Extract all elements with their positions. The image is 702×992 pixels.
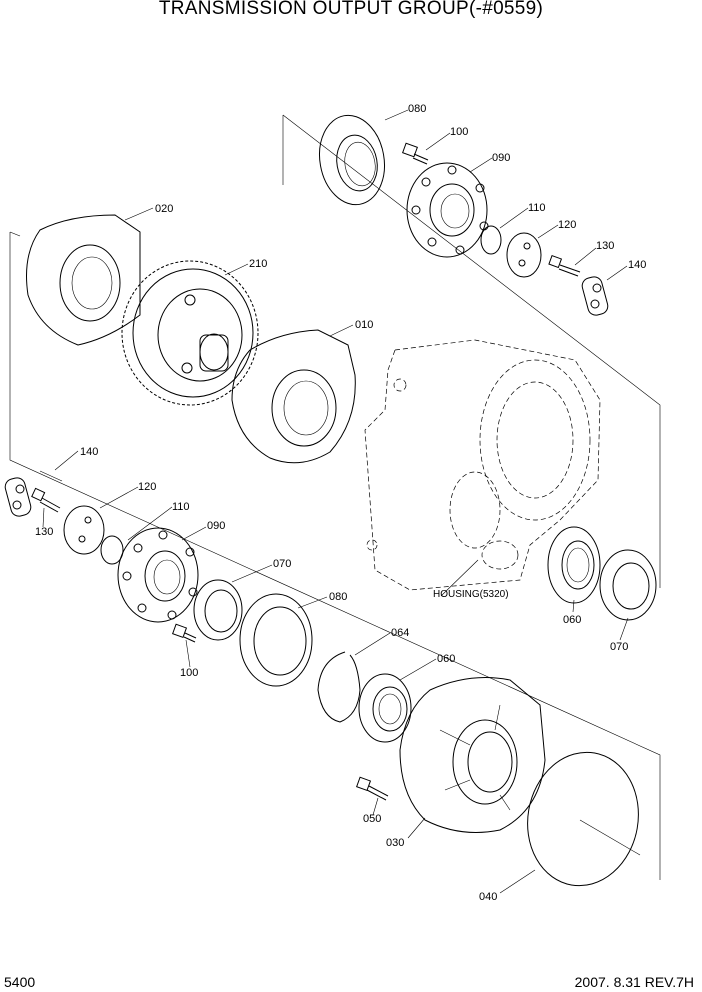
flange-090-left	[117, 527, 199, 623]
bearing-060-mid	[358, 673, 412, 743]
callout-064: 064	[391, 627, 410, 639]
callout-140-top: 140	[628, 259, 647, 271]
callout-120-top: 120	[558, 219, 577, 231]
bolt-100-top	[402, 142, 429, 165]
washer-120-top	[506, 232, 542, 278]
guide-lines	[9, 114, 661, 880]
bolt-130-top	[548, 254, 581, 277]
callout-140-left: 140	[80, 446, 99, 458]
callout-040: 040	[479, 891, 498, 903]
callout-130-left: 130	[35, 526, 54, 538]
callout-060-right: 060	[563, 614, 582, 626]
cover-plate-020	[26, 214, 141, 346]
callout-130-top: 130	[596, 240, 615, 252]
page-number: 5400	[4, 974, 36, 990]
housing-label: HOUSING(5320)	[433, 589, 509, 600]
page-title: TRANSMISSION OUTPUT GROUP(-#0559)	[158, 0, 544, 19]
seal-080-mid	[239, 593, 313, 687]
callout-090-top: 090	[492, 152, 511, 164]
o-ring-110-left	[100, 535, 124, 565]
o-ring-040	[527, 751, 639, 887]
callout-090-left: 090	[207, 520, 226, 532]
bearing-060-right	[547, 526, 601, 604]
lock-plate-140-top	[581, 276, 609, 316]
callout-060-mid: 060	[437, 653, 456, 665]
callout-070-right: 070	[610, 641, 629, 653]
snap-ring-064	[317, 651, 361, 723]
bolt-130-left	[31, 487, 61, 513]
callout-030: 030	[386, 837, 405, 849]
callout-120-left: 120	[138, 481, 157, 493]
gear-210	[121, 260, 259, 406]
callout-100-left: 100	[180, 667, 199, 679]
bolt-100-left	[172, 623, 197, 643]
seal-070-left	[193, 579, 243, 641]
seal-080-top	[319, 114, 385, 206]
washer-120-left	[63, 505, 105, 555]
callout-080-mid: 080	[329, 591, 348, 603]
callout-080-top: 080	[408, 103, 427, 115]
flange-090-top	[406, 162, 489, 258]
housing-cover-030	[399, 677, 546, 833]
lock-plate-140-left	[4, 477, 32, 517]
callout-100-top: 100	[450, 126, 469, 138]
callout-210: 210	[249, 258, 268, 270]
bolt-050	[356, 776, 389, 801]
revision-date: 2007. 8.31 REV.7H	[574, 974, 694, 990]
leader-lines	[42, 109, 641, 894]
callout-050: 050	[363, 813, 382, 825]
o-ring-110-top	[480, 225, 502, 255]
callout-110-top: 110	[528, 202, 546, 214]
callout-110-left: 110	[172, 501, 190, 513]
callout-010: 010	[355, 319, 374, 331]
callout-020: 020	[155, 203, 174, 215]
cover-010	[231, 329, 356, 464]
callout-070-left: 070	[273, 558, 292, 570]
housing-5320	[364, 339, 601, 591]
seal-070-right	[599, 549, 657, 621]
